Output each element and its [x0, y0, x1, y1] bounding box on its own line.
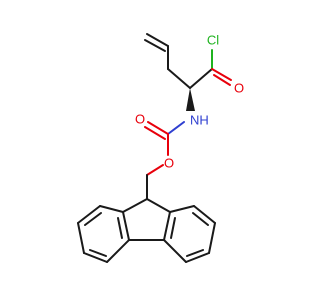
acyl-oxygen-label: O: [234, 81, 244, 96]
cl-atom-label: Cl: [207, 33, 219, 48]
c9-to-right-bond: [146, 198, 171, 213]
right-ring-bond-2: [193, 205, 216, 224]
o-to-ch2-bond: [146, 164, 164, 176]
ch2-to-alpha-bond: [167, 68, 191, 89]
left-ring-bond-6: [122, 211, 130, 241]
vinyl-double-bond-a: [146, 33, 169, 47]
left-ring-bond-5: [106, 239, 130, 263]
right-ring-inner-1: [192, 212, 209, 226]
carbamate-co-double-bond-a: [147, 121, 169, 135]
n-to-carbamate-c-bond: [167, 121, 185, 135]
acyl-chloride-group: [189, 49, 232, 89]
acyl-co-double-bond-b: [213, 74, 231, 86]
right-ring-inner-3: [170, 217, 176, 239]
right-ring-bond-4: [185, 252, 210, 263]
right-ring-bond-1: [169, 205, 195, 213]
left-ring-inner-3: [117, 217, 123, 239]
right-ring-bond-3: [208, 222, 216, 254]
fluorenyl-group: [77, 198, 216, 263]
acyl-co-double-bond-a: [211, 68, 232, 81]
right-ring-bond-5: [163, 239, 187, 263]
right-ring-bond-6: [163, 211, 171, 241]
stereo-wedge-bond: [186, 88, 195, 111]
left-ring-bond-2: [77, 205, 101, 224]
allyl-group: [144, 33, 191, 89]
alpha-to-carbonyl-bond: [189, 68, 213, 89]
fmoc-allylglycine-acyl-chloride-structure: Cl O NH O O: [77, 33, 244, 263]
carbamate-co-double-bond-b: [144, 126, 166, 140]
left-ring-bond-3: [77, 222, 85, 254]
carbamate-group: [144, 121, 185, 200]
ester-oxygen-label: O: [164, 156, 174, 171]
left-ring-bond-1: [99, 205, 124, 213]
left-ring-inner-2: [89, 249, 107, 257]
nh-atom-label: NH: [190, 113, 209, 128]
left-ring-inner-1: [84, 212, 102, 226]
c9-to-left-bond: [122, 198, 148, 213]
vinyl-double-bond-b: [144, 39, 166, 52]
carbamate-oxygen-label: O: [135, 112, 145, 127]
left-ring-bond-4: [83, 252, 108, 263]
right-ring-inner-2: [186, 249, 204, 257]
